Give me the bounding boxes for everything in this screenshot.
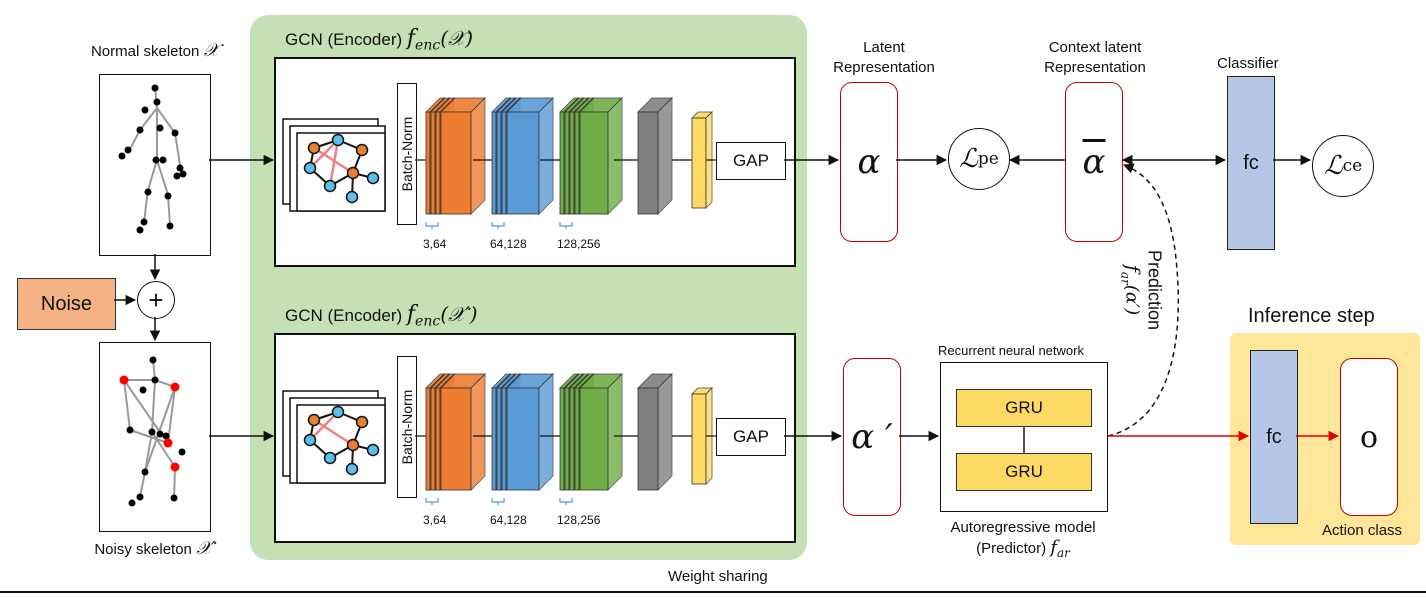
rnn-box: GRU GRU <box>940 362 1108 512</box>
dim-label-bottom-2: 64,128 <box>490 513 527 527</box>
gray-layer <box>637 97 673 215</box>
latent-alpha-prime-box: α ′ <box>843 358 901 516</box>
yellow-layer <box>691 111 713 209</box>
dim-label-top-3: 128,256 <box>557 237 601 251</box>
noisy-skeleton-joints <box>126 356 186 507</box>
gru-top: GRU <box>956 389 1092 427</box>
graph-input-bottom <box>282 390 386 484</box>
dim-label-top-2: 64,128 <box>490 237 527 251</box>
page-bottom-rule <box>0 591 1426 593</box>
orange-layer <box>440 97 486 215</box>
encoder-bottom-title: GCN (Encoder) fenc(𝒳′) <box>285 302 478 330</box>
add-noise-operator: + <box>137 281 175 319</box>
noisy-skeleton-noise-joints <box>119 375 180 472</box>
action-class-label: Action class <box>1322 522 1403 539</box>
graph-input-top <box>282 118 386 212</box>
weight-sharing-label: Weight sharing <box>668 568 768 585</box>
green-layer <box>579 97 623 215</box>
noisy-skeleton-figure <box>123 359 176 499</box>
dim-label-bottom-3: 128,256 <box>557 513 601 527</box>
normal-skeleton-figure <box>127 87 181 226</box>
batch-norm-top: Batch-Norm <box>397 83 417 225</box>
normal-skeleton-label: Normal skeleton 𝒳 <box>90 40 220 61</box>
batch-norm-bottom: Batch-Norm <box>397 356 417 498</box>
noise-box: Noise <box>17 278 116 330</box>
gru-bottom: GRU <box>956 453 1092 491</box>
green-layer <box>579 373 623 491</box>
classifier-fc-box: fc <box>1227 76 1275 250</box>
blue-layer <box>506 97 554 215</box>
gray-layer <box>637 373 673 491</box>
encoder-top-title: GCN (Encoder) fenc(𝒳) <box>285 26 473 54</box>
blue-layer <box>506 373 554 491</box>
inference-fc-box: fc <box>1250 350 1298 524</box>
encoder-layers-bottom <box>415 373 716 505</box>
inference-title: Inference step <box>1248 305 1375 327</box>
dim-label-bottom-1: 3,64 <box>423 513 447 527</box>
context-alpha-bar-box: α <box>1065 82 1123 242</box>
encoder-layers-top <box>415 97 716 229</box>
gru-connector <box>1023 427 1025 453</box>
noisy-skeleton-label: Noisy skeleton 𝒳′ <box>94 538 216 559</box>
latent-alpha-box: α <box>840 82 898 242</box>
gap-top: GAP <box>716 142 786 180</box>
dim-label-top-1: 3,64 <box>423 237 447 251</box>
gap-bottom: GAP <box>716 418 786 456</box>
orange-layer <box>440 373 486 491</box>
normal-skeleton-joints <box>118 84 187 234</box>
rnn-title: Recurrent neural network <box>938 343 1084 358</box>
rnn-caption: Autoregressive model (Predictor) far <box>950 519 1096 560</box>
action-output-box: o <box>1340 358 1398 516</box>
classifier-label: Classifier <box>1217 55 1279 72</box>
